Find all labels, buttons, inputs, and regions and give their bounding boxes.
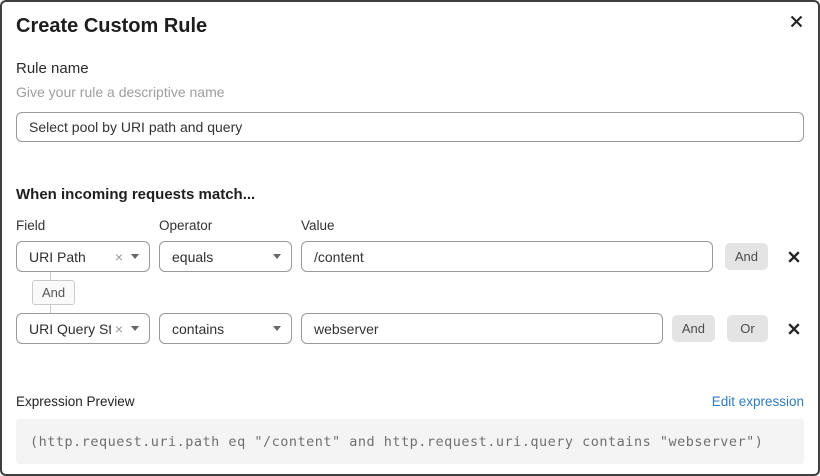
clear-icon[interactable]: × xyxy=(114,248,123,265)
connector-line-bottom xyxy=(50,305,51,313)
row-connector: And xyxy=(16,272,804,313)
expression-code: (http.request.uri.path eq "/content" and… xyxy=(30,433,764,450)
operator-select-1-value: equals xyxy=(172,248,214,265)
chevron-down-icon xyxy=(273,326,281,331)
field-select-1[interactable]: URI Path × xyxy=(16,241,150,272)
and-button-row-1[interactable]: And xyxy=(724,243,768,270)
field-select-1-value: URI Path xyxy=(29,248,86,265)
condition-row-2: URI Query St... × contains And Or xyxy=(16,313,804,344)
chevron-down-icon xyxy=(273,254,281,259)
expression-preview-header: Expression Preview Edit expression xyxy=(16,394,804,409)
or-button-row-2[interactable]: Or xyxy=(727,315,768,342)
connector-and-badge: And xyxy=(32,280,76,305)
chevron-down-icon xyxy=(131,326,139,331)
operator-select-1[interactable]: equals xyxy=(159,241,292,272)
value-column-label: Value xyxy=(301,218,335,233)
rule-name-label: Rule name xyxy=(16,60,89,77)
clear-icon[interactable]: × xyxy=(114,320,123,337)
x-icon xyxy=(788,322,800,335)
x-icon xyxy=(788,250,800,263)
condition-row-1: URI Path × equals And xyxy=(16,241,804,272)
operator-select-2[interactable]: contains xyxy=(159,313,292,344)
field-select-2-value: URI Query St... xyxy=(29,320,111,337)
chevron-down-icon xyxy=(131,254,139,259)
rule-name-helper: Give your rule a descriptive name xyxy=(16,84,225,100)
operator-select-2-value: contains xyxy=(172,320,225,337)
close-icon xyxy=(790,15,802,27)
value-input-1[interactable] xyxy=(301,241,713,272)
connector-line-top xyxy=(50,272,51,280)
value-input-2[interactable] xyxy=(301,313,663,344)
and-button-row-2[interactable]: And xyxy=(671,315,715,342)
field-column-label: Field xyxy=(16,218,46,233)
field-select-2[interactable]: URI Query St... × xyxy=(16,313,150,344)
expression-code-block: (http.request.uri.path eq "/content" and… xyxy=(16,419,804,464)
builder-column-labels: Field Operator Value xyxy=(16,218,804,233)
close-button[interactable] xyxy=(786,11,806,31)
delete-row-1-button[interactable] xyxy=(786,249,802,265)
operator-column-label: Operator xyxy=(159,218,213,233)
edit-expression-link[interactable]: Edit expression xyxy=(711,394,804,409)
match-heading: When incoming requests match... xyxy=(16,186,256,203)
rule-name-input[interactable] xyxy=(16,112,804,142)
expression-preview-label: Expression Preview xyxy=(16,394,135,409)
delete-row-2-button[interactable] xyxy=(786,321,802,337)
dialog-title: Create Custom Rule xyxy=(16,15,208,37)
